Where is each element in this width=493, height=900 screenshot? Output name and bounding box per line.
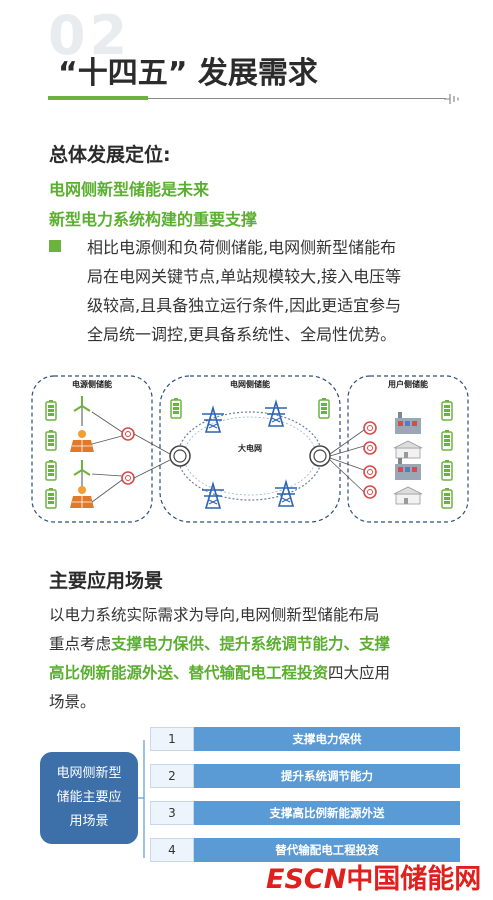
positioning-highlight-line-2: 新型电力系统构建的重要支撑 xyxy=(49,210,258,229)
paragraph-highlight: 高比例新能源外送、替代输配电工程投资 xyxy=(49,664,329,682)
transmission-tower-icon xyxy=(274,481,298,507)
energy-storage-topology-diagram: 电源侧储能 电网侧储能 用户侧储能 大电网 xyxy=(31,375,469,523)
house-icon xyxy=(393,486,423,505)
battery-icon xyxy=(441,399,453,421)
transmission-tower-icon xyxy=(201,483,225,509)
battery-icon xyxy=(45,487,57,509)
user-connection-node-icon xyxy=(363,441,377,455)
wind-turbine-icon xyxy=(73,395,91,427)
paragraph-highlight: 支撑电力保供、提升系统调节能力、支撑 xyxy=(111,635,391,653)
scenarios-side-label: 电网侧新型储能主要应用场景 xyxy=(56,766,122,829)
scenarios-paragraph: 以电力系统实际需求为导向,电网侧新型储能布局 重点考虑支撑电力保供、提升系统调节… xyxy=(49,601,469,717)
battery-icon xyxy=(441,487,453,509)
title-underline xyxy=(148,98,446,99)
scenarios-heading: 主要应用场景 xyxy=(49,570,164,592)
logo-cn: 中国储能网 xyxy=(346,864,482,895)
battery-icon xyxy=(318,397,330,419)
house-icon xyxy=(393,440,423,459)
bracket-connector xyxy=(138,740,145,858)
user-connection-node-icon xyxy=(363,485,377,499)
grid-connection-node-icon xyxy=(309,445,331,467)
paragraph-line: 场景。 xyxy=(49,693,96,711)
paragraph-line: 相比电源侧和负荷侧储能,电网侧新型储能布 xyxy=(87,238,397,257)
scenario-number: 4 xyxy=(150,838,194,862)
factory-icon xyxy=(395,412,421,434)
scenario-label: 替代输配电工程投资 xyxy=(194,838,460,862)
logo-latin: ESCN xyxy=(266,864,347,895)
grid-side-group-frame xyxy=(159,375,341,523)
factory-icon xyxy=(395,458,421,480)
scenario-number: 2 xyxy=(150,764,194,788)
user-side-group-frame xyxy=(347,375,469,523)
battery-icon xyxy=(170,397,182,419)
paragraph-line: 级较高,且具备独立运行条件,因此更适宜参与 xyxy=(87,296,402,315)
grid-connection-node-icon xyxy=(169,445,191,467)
scenario-item: 4 替代输配电工程投资 xyxy=(150,838,460,862)
scenario-label: 支撑高比例新能源外送 xyxy=(194,801,460,825)
escn-watermark-logo: ESCN中国储能网 xyxy=(266,857,481,896)
positioning-paragraph: 相比电源侧和负荷侧储能,电网侧新型储能布 局在电网关键节点,单站规模较大,接入电… xyxy=(87,233,477,349)
scenarios-side-label-box: 电网侧新型储能主要应用场景 xyxy=(40,752,138,844)
user-connection-node-icon xyxy=(363,465,377,479)
grid-center-label: 大电网 xyxy=(238,443,262,453)
paragraph-text: 四大应用 xyxy=(328,664,391,682)
battery-icon xyxy=(45,399,57,421)
section-number: 02 xyxy=(48,4,132,67)
solar-panel-icon xyxy=(69,429,95,453)
wind-turbine-icon xyxy=(73,459,91,491)
scenario-item: 1 支撑电力保供 xyxy=(150,727,460,751)
user-connection-node-icon xyxy=(363,421,377,435)
title-underline-accent xyxy=(48,96,148,100)
source-side-group-frame xyxy=(31,375,153,523)
transmission-tower-icon xyxy=(201,407,225,433)
paragraph-line: 局在电网关键节点,单站规模较大,接入电压等 xyxy=(87,267,402,286)
source-connection-node-icon xyxy=(121,471,135,485)
scenario-number: 1 xyxy=(150,727,194,751)
battery-icon xyxy=(45,429,57,451)
battery-icon xyxy=(441,459,453,481)
paragraph-line: 高比例新能源外送、替代输配电工程投资四大应用 xyxy=(49,659,469,688)
battery-icon xyxy=(441,429,453,451)
group-label-source: 电源侧储能 xyxy=(72,379,112,389)
scenario-item: 3 支撑高比例新能源外送 xyxy=(150,801,460,825)
positioning-heading: 总体发展定位: xyxy=(49,144,171,166)
group-label-grid: 电网侧储能 xyxy=(230,379,270,389)
scenario-item: 2 提升系统调节能力 xyxy=(150,764,460,788)
scenario-label: 支撑电力保供 xyxy=(194,727,460,751)
section-title: “十四五” 发展需求 xyxy=(58,56,318,91)
group-label-user: 用户侧储能 xyxy=(387,379,428,389)
ground-symbol-icon xyxy=(444,94,459,104)
paragraph-line: 以电力系统实际需求为导向,电网侧新型储能布局 xyxy=(49,606,380,624)
battery-icon xyxy=(45,459,57,481)
paragraph-line: 重点考虑支撑电力保供、提升系统调节能力、支撑 xyxy=(49,630,469,659)
scenario-label: 提升系统调节能力 xyxy=(194,764,460,788)
scenario-number: 3 xyxy=(150,801,194,825)
paragraph-text: 重点考虑 xyxy=(49,635,112,653)
grid-ring xyxy=(177,411,323,501)
paragraph-line: 全局统一调控,更具备系统性、全局性优势。 xyxy=(87,325,397,344)
bullet-square-icon xyxy=(49,240,61,252)
source-connection-node-icon xyxy=(121,427,135,441)
positioning-highlight-line-1: 电网侧新型储能是未来 xyxy=(49,180,210,199)
solar-panel-icon xyxy=(69,485,95,509)
